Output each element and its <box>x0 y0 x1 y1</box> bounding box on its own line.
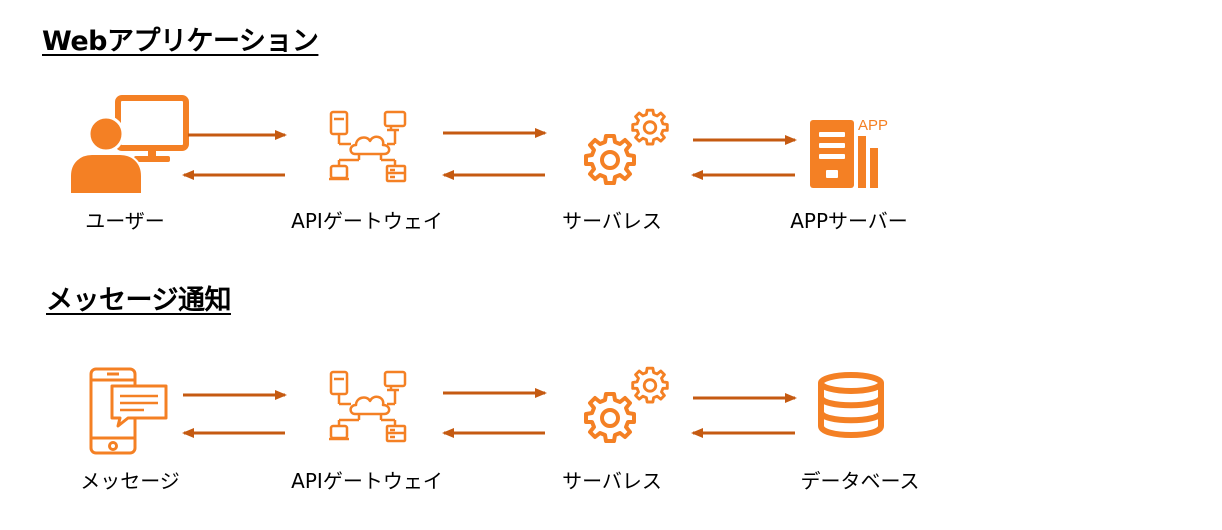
node-label-api-gateway: APIゲートウェイ <box>291 469 443 493</box>
section-title-web-application: Webアプリケーション <box>42 26 319 57</box>
node-label-message: メッセージ <box>80 469 180 493</box>
user-with-monitor-icon <box>69 95 189 195</box>
app-server-icon: APP <box>810 117 888 188</box>
api-gateway-icon <box>329 110 407 183</box>
database-icon <box>818 372 884 438</box>
smartphone-message-icon <box>89 367 168 455</box>
node-label-serverless: サーバレス <box>562 469 662 493</box>
node-label-serverless: サーバレス <box>562 209 662 233</box>
node-label-api-gateway: APIゲートウェイ <box>291 209 443 233</box>
node-label-database: データベース <box>800 469 920 493</box>
node-label-user: ユーザー <box>85 209 165 233</box>
section-title-message-notification: メッセージ通知 <box>46 285 231 316</box>
app-server-icon-text: APP <box>858 117 888 134</box>
api-gateway-icon <box>329 370 407 443</box>
node-label-app-server: APPサーバー <box>790 209 908 233</box>
